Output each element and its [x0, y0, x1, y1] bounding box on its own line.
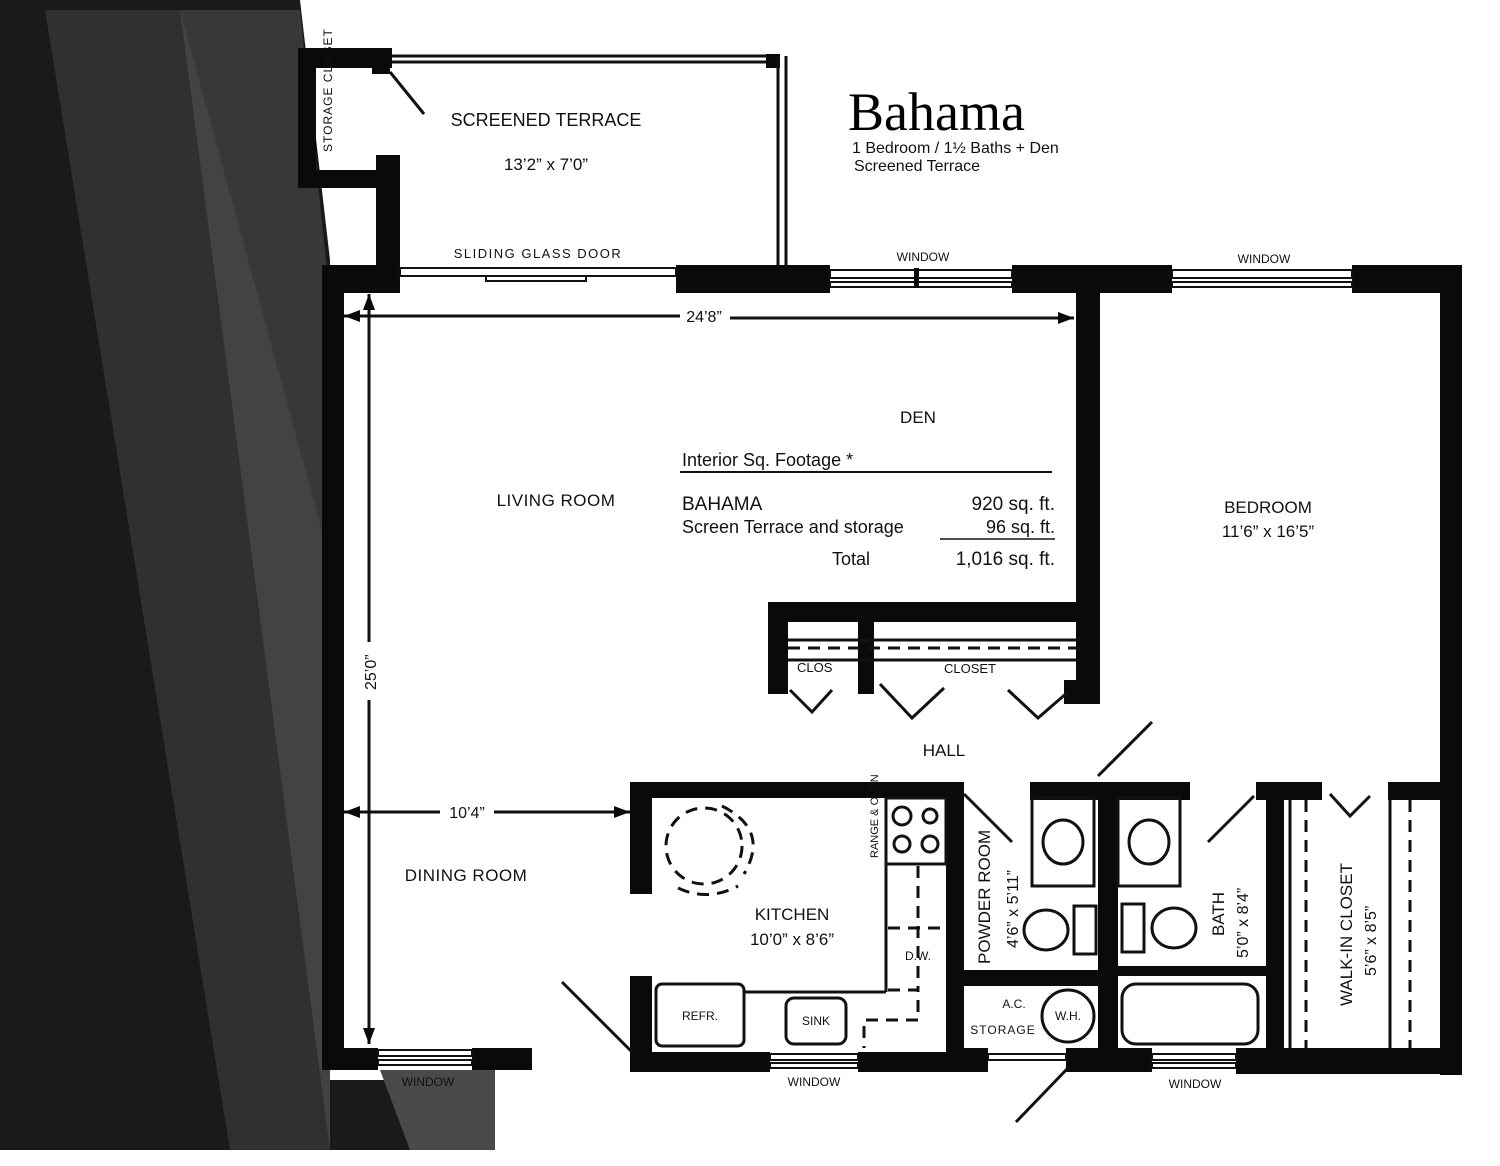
scan-shadow-lower — [380, 1070, 495, 1150]
footage-row-name: BAHAMA — [682, 494, 763, 515]
kitchen-size-label: 10’0” x 8’6” — [750, 930, 834, 949]
scan-shadow-band — [180, 10, 330, 1150]
width-dimension: 24’8” — [686, 309, 722, 326]
terrace-size-label: 13’2” x 7’0” — [504, 155, 588, 174]
hall-label: HALL — [923, 741, 966, 760]
sink-icon — [784, 996, 848, 1046]
refrigerator-label: REFR. — [682, 1009, 718, 1023]
ac-label: A.C. — [1002, 997, 1025, 1011]
walkin-closet-details — [1288, 800, 1412, 1048]
footage-row-name: Screen Terrace and storage — [682, 517, 904, 537]
height-dimension: 25’0” — [363, 654, 380, 690]
closet-label: CLOSET — [944, 661, 996, 676]
closet-details — [788, 638, 1080, 721]
dining-table-icon — [664, 806, 744, 886]
dining-dimension: 10’4” — [449, 805, 485, 822]
closet-small-label: CLOS — [797, 660, 833, 675]
kitchen-fixtures — [654, 796, 948, 1048]
window-label: WINDOW — [788, 1075, 841, 1089]
window-label: WINDOW — [1169, 1077, 1222, 1091]
plan-subtitle-2: Screened Terrace — [854, 158, 980, 175]
footage-heading: Interior Sq. Footage * — [682, 450, 853, 470]
toilet-icon — [1150, 906, 1198, 950]
powder-room-label: POWDER ROOM — [975, 830, 994, 964]
bathtub-icon — [1120, 982, 1260, 1046]
sink-icon — [1127, 818, 1171, 866]
door-swings — [560, 720, 1372, 1124]
sink-icon — [1041, 818, 1085, 866]
window-label: WINDOW — [1238, 252, 1291, 266]
kitchen-label: KITCHEN — [755, 905, 830, 924]
terrace-walls — [298, 48, 788, 285]
footage-row-value: 96 sq. ft. — [986, 517, 1055, 537]
plan-title: Bahama — [848, 82, 1025, 142]
bath-fixtures — [1022, 796, 1260, 1046]
sliding-door-label: SLIDING GLASS DOOR — [454, 246, 623, 261]
den-label: DEN — [900, 408, 936, 427]
dishwasher-label: D.W. — [905, 949, 931, 963]
storage-closet-label: STORAGE CLOSET — [321, 28, 335, 152]
dimension-lines — [344, 294, 1074, 1044]
dining-room-label: DINING ROOM — [405, 866, 528, 885]
walkin-closet-size-label: 5’6” x 8’5” — [1363, 906, 1380, 976]
walkin-closet-label: WALK-IN CLOSET — [1337, 863, 1356, 1006]
footage-total-value: 1,016 sq. ft. — [956, 549, 1055, 570]
terrace-name-label: SCREENED TERRACE — [451, 110, 642, 130]
bath-label: BATH — [1209, 892, 1228, 936]
scan-shadow-gradient — [45, 10, 330, 1150]
footage-total-name: Total — [832, 549, 870, 569]
living-room-label: LIVING ROOM — [497, 491, 616, 510]
footage-row-value: 920 sq. ft. — [972, 494, 1055, 515]
storage-label: STORAGE — [970, 1023, 1035, 1037]
openings — [377, 267, 1353, 1069]
exterior-walls — [322, 265, 1462, 1075]
window-label: WINDOW — [402, 1075, 455, 1089]
window-label: WINDOW — [897, 250, 950, 264]
range-oven-label: RANGE & OVEN — [869, 774, 881, 858]
bath-size-label: 5’0” x 8’4” — [1235, 888, 1252, 958]
powder-room-size-label: 4’6” x 5’11” — [1005, 870, 1022, 948]
refrigerator-icon — [654, 982, 746, 1048]
water-heater-icon — [1040, 988, 1096, 1044]
plan-subtitle-1: 1 Bedroom / 1½ Baths + Den — [852, 140, 1059, 157]
bedroom-label: BEDROOM — [1224, 498, 1312, 517]
toilet-icon — [1022, 908, 1070, 952]
water-heater-label: W.H. — [1055, 1009, 1081, 1023]
sink-label: SINK — [802, 1014, 830, 1028]
bedroom-size-label: 11’6” x 16’5” — [1222, 522, 1315, 541]
interior-walls — [630, 290, 1462, 1072]
